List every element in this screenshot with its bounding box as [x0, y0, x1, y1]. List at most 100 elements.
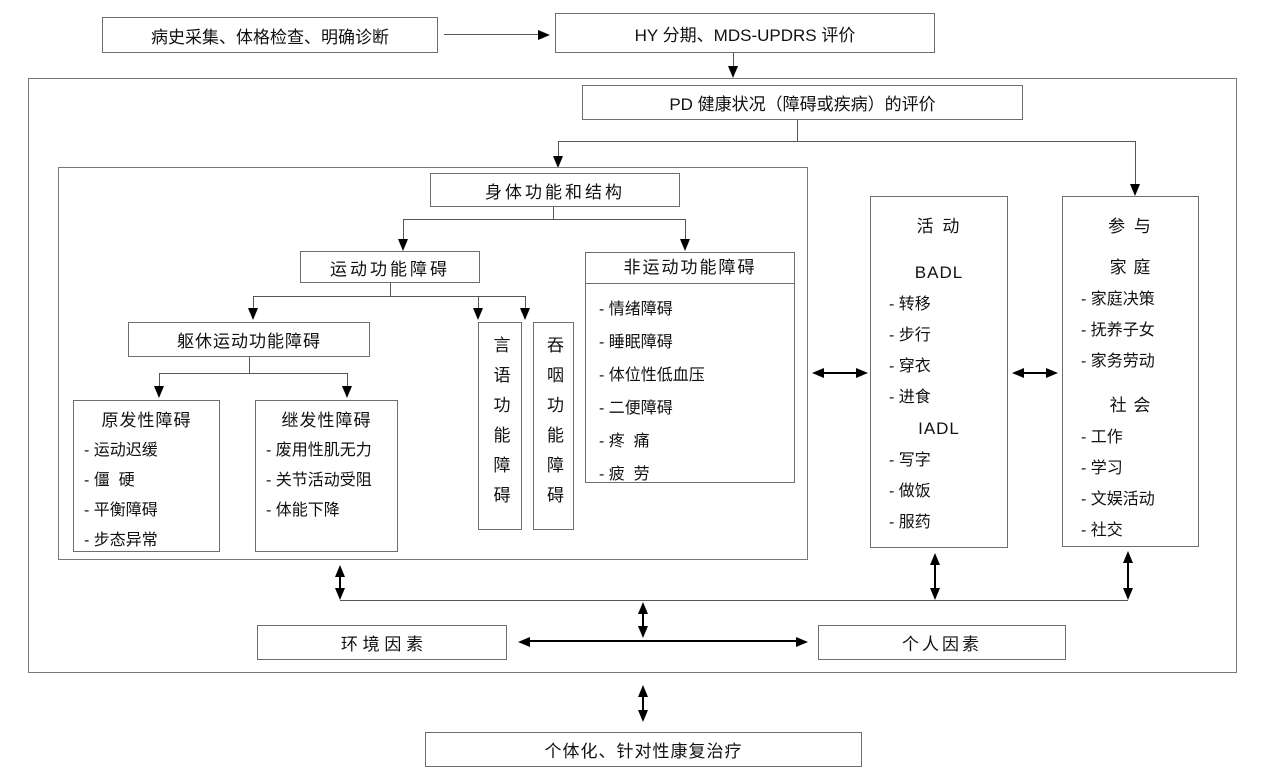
connector-trunk-stem: [249, 357, 250, 373]
list-item: - 僵 硬: [84, 472, 135, 489]
connector-activity-participation: [1022, 372, 1048, 374]
connector-to-primary: [159, 373, 160, 386]
list-item: - 工作: [1081, 429, 1123, 446]
connector-to-swallow: [525, 296, 526, 308]
arrowhead-up-activity-bottom: [930, 553, 940, 565]
arrowhead-up-participation-bottom: [1123, 551, 1133, 563]
nonmotor-box: 非运动功能障碍 - 情绪障碍 - 睡眠障碍 - 体位性低血压 - 二便障碍 - …: [585, 252, 795, 483]
list-item: - 废用性肌无力: [266, 442, 372, 459]
list-item: - 社交: [1081, 522, 1123, 539]
participation-box: 参 与 家 庭 - 家庭决策 - 抚养子女 - 家务劳动 社 会 - 工作 - …: [1062, 196, 1199, 547]
personal-box: 个人因素: [818, 625, 1066, 660]
connector-to-participation: [1135, 141, 1136, 184]
connector-environment-personal: [528, 640, 798, 642]
arrowhead-down-swallow: [520, 308, 530, 320]
arrowhead-up-treatment: [638, 685, 648, 697]
list-item: - 步行: [889, 327, 931, 344]
list-item: - 服药: [889, 514, 931, 531]
primary-disorder-box: 原发性障碍 - 运动迟缓 - 僵 硬 - 平衡障碍 - 步态异常: [73, 400, 220, 552]
secondary-disorder-box: 继发性障碍 - 废用性肌无力 - 关节活动受阻 - 体能下降: [255, 400, 398, 552]
list-item: - 抚养子女: [1081, 322, 1155, 339]
connector-to-trunk: [253, 296, 254, 308]
list-item: - 疼 痛: [599, 433, 650, 450]
connector-to-speech: [478, 296, 479, 308]
connector-busline-factors: [642, 613, 644, 627]
connector-to-secondary: [347, 373, 348, 386]
list-item: - 转移: [889, 296, 931, 313]
secondary-title: 继发性障碍: [281, 411, 372, 430]
arrowhead-down-frame: [728, 66, 738, 78]
iadl-label: IADL: [918, 419, 960, 438]
arrowhead-down-participation: [1130, 184, 1140, 196]
family-label: 家 庭: [1109, 258, 1152, 277]
connector-motor-branch: [253, 296, 525, 297]
history-box: 病史采集、体格检查、明确诊断: [102, 17, 438, 53]
inner-frame: [58, 167, 808, 560]
list-item: - 进食: [889, 389, 931, 406]
list-item: - 写字: [889, 452, 931, 469]
list-item: - 家庭决策: [1081, 291, 1155, 308]
list-item: - 文娱活动: [1081, 491, 1155, 508]
arrowhead-right-activity: [856, 368, 868, 378]
list-item: - 学习: [1081, 460, 1123, 477]
arrowhead-down-busline-mid: [930, 588, 940, 600]
connector-to-inner: [558, 141, 559, 156]
list-item: - 步态异常: [84, 532, 158, 549]
outer-frame: [28, 78, 1237, 673]
motor-box: 运动功能障碍: [300, 251, 480, 283]
arrowhead-right-personal: [796, 637, 808, 647]
body-structure-box: 身体功能和结构: [430, 173, 680, 207]
connector-inner-busline: [339, 576, 341, 589]
swallow-box: 吞咽功能障碍: [533, 322, 574, 530]
list-item: - 体位性低血压: [599, 367, 705, 384]
connector-to-nonmotor: [685, 219, 686, 239]
primary-title: 原发性障碍: [101, 411, 192, 430]
arrowhead-up-inner-bottom: [335, 565, 345, 577]
connector-body-stem: [553, 207, 554, 219]
spacer: [1063, 244, 1198, 252]
list-item: - 疲 劳: [599, 466, 650, 483]
list-item: - 运动迟缓: [84, 442, 158, 459]
arrowhead-down-trunk: [248, 308, 258, 320]
arrowhead-down-busline-right: [1123, 588, 1133, 600]
spacer: [1063, 377, 1198, 390]
staging-box: HY 分期、MDS-UPDRS 评价: [555, 13, 935, 53]
arrowhead-left-activity: [1012, 368, 1024, 378]
connector-participation-busline: [1127, 562, 1129, 589]
connector-body-branch: [403, 219, 685, 220]
speech-box: 言语功能障碍: [478, 322, 522, 530]
connector-activity-busline: [934, 564, 936, 589]
list-item: - 穿衣: [889, 358, 931, 375]
environment-box: 环 境 因 素: [257, 625, 507, 660]
participation-title: 参 与: [1108, 217, 1153, 236]
list-item: - 平衡障碍: [84, 502, 158, 519]
activity-title: 活 动: [916, 217, 962, 236]
arrowhead-down-inner: [553, 156, 563, 168]
arrowhead-down-busline-left: [335, 588, 345, 600]
badl-label: BADL: [914, 263, 964, 282]
arrowhead-up-factors: [638, 602, 648, 614]
trunk-motor-box: 躯休运动功能障碍: [128, 322, 370, 357]
list-item: - 睡眠障碍: [599, 334, 673, 351]
list-item: - 家务劳动: [1081, 353, 1155, 370]
connector-frame-treatment: [642, 696, 644, 711]
list-item: - 关节活动受阻: [266, 472, 372, 489]
arrowhead-left-environment: [518, 637, 530, 647]
list-item: - 二便障碍: [599, 400, 673, 417]
arrowhead-down-speech: [473, 308, 483, 320]
arrowhead-down-factors: [638, 626, 648, 638]
nonmotor-title: 非运动功能障碍: [586, 253, 794, 284]
arrowhead-right-participation: [1046, 368, 1058, 378]
activity-box: 活 动 BADL - 转移 - 步行 - 穿衣 - 进食 IADL - 写字 -…: [870, 196, 1008, 548]
arrowhead-down-secondary: [342, 386, 352, 398]
connector-pd-branch: [558, 141, 1135, 142]
arrowhead-down-treatment: [638, 710, 648, 722]
arrowhead-right-staging: [538, 30, 550, 40]
arrowhead-left-inner: [812, 368, 824, 378]
connector-inner-activity: [822, 372, 858, 374]
connector-pd-stem: [797, 120, 798, 141]
connector-history-staging: [444, 34, 538, 35]
connector-staging-frame: [733, 53, 734, 67]
connector-trunk-branch: [159, 373, 347, 374]
